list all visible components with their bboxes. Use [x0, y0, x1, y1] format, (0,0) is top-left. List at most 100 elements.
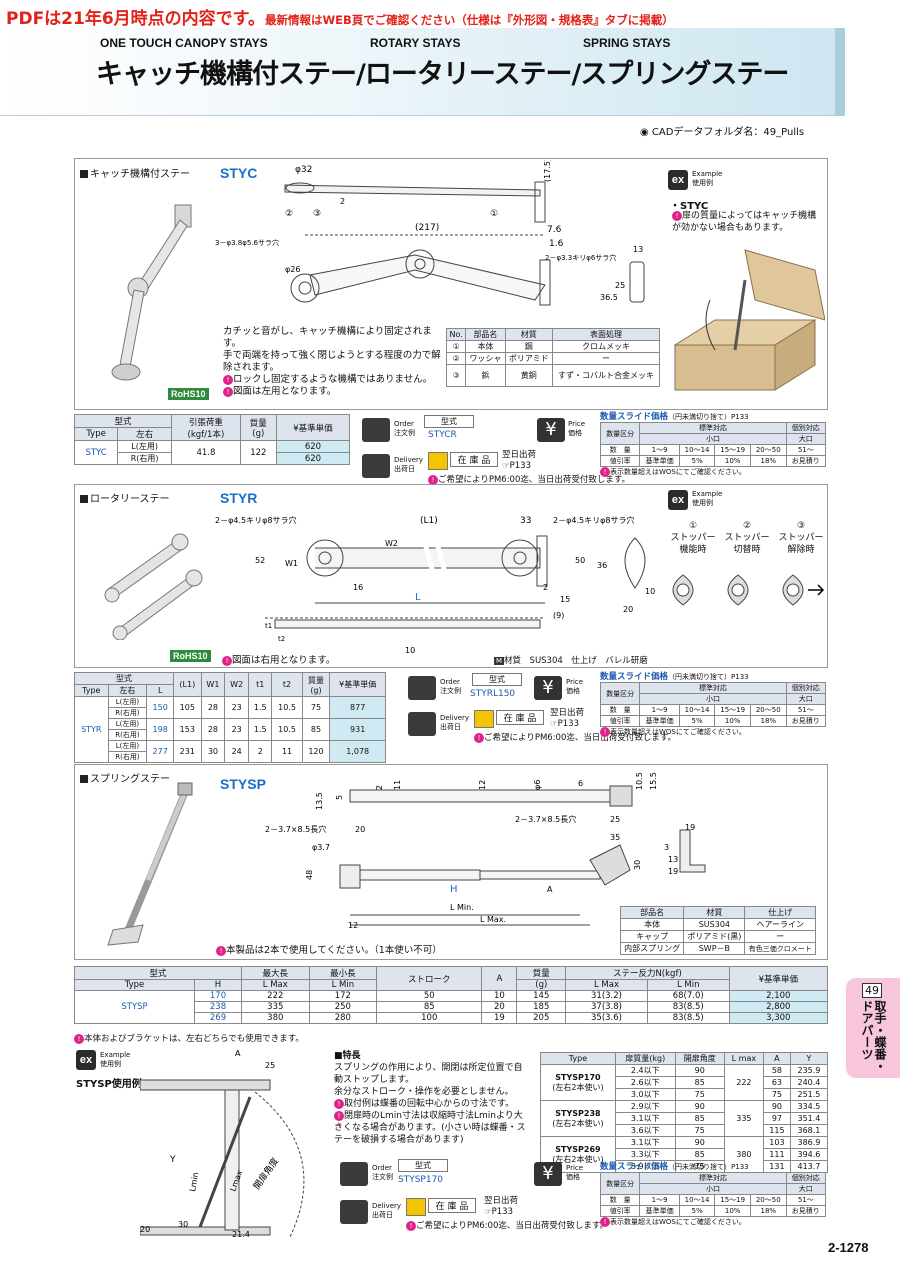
slide-cell: 51～: [785, 704, 827, 716]
styc-example-icon: ex: [668, 170, 688, 190]
delivery-truck-icon: [408, 712, 436, 736]
spec-cell: 85: [376, 1001, 483, 1013]
slide-cell: お見積り: [785, 1205, 827, 1217]
stysp-example-drawing: A 25 Y Lmin Lmax 開扉角度 20 21.4 30: [140, 1049, 305, 1239]
stysp-dim-2: 2: [375, 785, 384, 790]
styc-dim-7-6: 7.6: [547, 225, 562, 235]
styr-stock: 在 庫 品: [496, 710, 544, 725]
spec-cell: 170: [193, 990, 243, 1002]
spec-lr-cell: L(左用): [107, 740, 148, 752]
stysp-dim-19b: 19: [668, 867, 678, 876]
slide-cell: 10%: [714, 1205, 751, 1217]
spec-cell: 205: [516, 1012, 567, 1024]
stysp-dim-10-5: 10.5: [635, 772, 644, 790]
app-cell: 58: [762, 1064, 791, 1077]
spec-cell: 28: [200, 696, 226, 719]
spec-cell: 269: [193, 1012, 243, 1024]
parts-cell: 黄銅: [504, 364, 554, 387]
warning-mark-icon: !: [334, 1111, 344, 1121]
slide-cell: 数量区分: [599, 682, 641, 705]
stysp-ex-dim-25: 25: [265, 1061, 275, 1070]
page-number: 2-1278: [828, 1240, 869, 1255]
spec-cell: 85: [301, 718, 331, 741]
spec-hd: 最小長: [308, 966, 378, 980]
styr-ship: 翌日出荷☞P133: [550, 708, 585, 729]
disc-icon: ◉: [640, 127, 652, 138]
styr-delivery-note: !ご希望によりPM6:00迄、当日出荷受付致します。: [474, 731, 676, 743]
styr-dim-t2: t2: [278, 635, 285, 643]
app-cell: 75: [674, 1088, 725, 1101]
spec-mass-cell: 122: [239, 440, 277, 465]
slide-title: 数量スライド価格: [600, 412, 669, 422]
app-cell: 394.6: [789, 1148, 829, 1161]
slide-cell: 基準単価: [639, 1205, 680, 1217]
spec-price-cell: 2,800: [728, 1001, 829, 1013]
app-cell: 85: [674, 1112, 725, 1125]
styc-callout-1: ①: [490, 209, 498, 219]
spec-cell: 10.5: [271, 718, 303, 741]
yen-icon: ¥: [537, 418, 565, 442]
styr-dim-w2: W2: [385, 539, 398, 548]
feature-2: 余分なストローク・操作を必要としません。: [334, 1087, 514, 1097]
styc-dim-217: (217): [415, 223, 439, 233]
slide-note: （円未満切り捨て）P133: [668, 1163, 749, 1171]
stock-box-icon: [474, 710, 494, 728]
stysp-ship: 翌日出荷☞P133: [484, 1196, 519, 1217]
spec-cell: 335: [241, 1001, 310, 1013]
app-hd: 扉質量(kg): [614, 1052, 676, 1065]
spec-hd-load: 引張荷重(kgf/1本): [171, 414, 241, 441]
spec-hd: Type: [74, 684, 109, 697]
warning-mark-icon: !: [223, 387, 233, 397]
parts-cell: すず・コバルト合金メッキ: [552, 364, 660, 387]
styr-dim-9: (9): [553, 611, 564, 620]
styr-dim-10: 10: [645, 587, 655, 596]
spec-cell: 280: [308, 1012, 378, 1024]
spec-hd: L Min: [308, 979, 378, 991]
side-tab[interactable]: 49 取手・蝶番・ドアパーツ: [846, 978, 900, 1078]
stysp-product-photo: [107, 782, 193, 946]
stysp-ex-lmin: Lmin: [188, 1172, 200, 1193]
feature-4: !閉扉時のLmin寸法は収縮時寸法Lminより大きくなる場合があります。(小さい…: [334, 1111, 526, 1145]
stysp-code: STYSP: [220, 776, 266, 792]
cad-folder-text: CADデータフォルダ名：49_Pulls: [651, 127, 805, 138]
app-cell: 351.4: [789, 1112, 829, 1125]
app-cell: 3.3以下: [614, 1148, 676, 1161]
parts-cell: SUS304: [683, 918, 746, 931]
parts-cell: 鋲: [465, 364, 506, 387]
slide-cell: お見積り: [785, 715, 827, 727]
feature-1: スプリングの作用により、開閉は所定位置で自動ストップします。: [334, 1063, 523, 1085]
slide-cell: 20～50: [749, 444, 787, 456]
slide-cell: 小口: [639, 433, 787, 445]
styc-order-value: STYCR: [428, 430, 457, 440]
stysp-dim-19: 19: [685, 823, 695, 832]
app-cell: 2.9以下: [614, 1100, 676, 1113]
app-hd: Y: [789, 1052, 829, 1065]
app-cell: 3.1以下: [614, 1136, 676, 1149]
slide-cell: 大口: [785, 1183, 827, 1195]
slide-cell: 基準単価: [639, 455, 680, 467]
spec-hd-mass: 質量(g): [239, 414, 277, 441]
styc-order-type: 型式: [424, 415, 474, 428]
slide-2: 数量スライド価格（円未満切り捨て）P133 数量区分標準対応個別対応 小口大口 …: [599, 670, 827, 737]
parts-cell: 内部スプリング: [619, 942, 685, 955]
stysp-ex-title: STYSP使用例: [76, 1079, 142, 1090]
parts-cell: クロムメッキ: [552, 340, 660, 353]
slide-cell: 小口: [639, 1183, 787, 1195]
slide-cell: 個別対応: [785, 422, 827, 434]
stysp-order-value: STYSP170: [398, 1175, 444, 1185]
stysp-features: ■特長 スプリングの作用により、開閉は所定位置で自動ストップします。 余分なスト…: [334, 1050, 530, 1146]
spec-hd: t2: [271, 672, 303, 697]
warning-mark-icon: !: [216, 946, 226, 956]
spec-price-cell: 2,100: [728, 990, 829, 1002]
stysp-dim-25: 25: [610, 815, 620, 824]
slide-cell: 51～: [785, 1194, 827, 1206]
